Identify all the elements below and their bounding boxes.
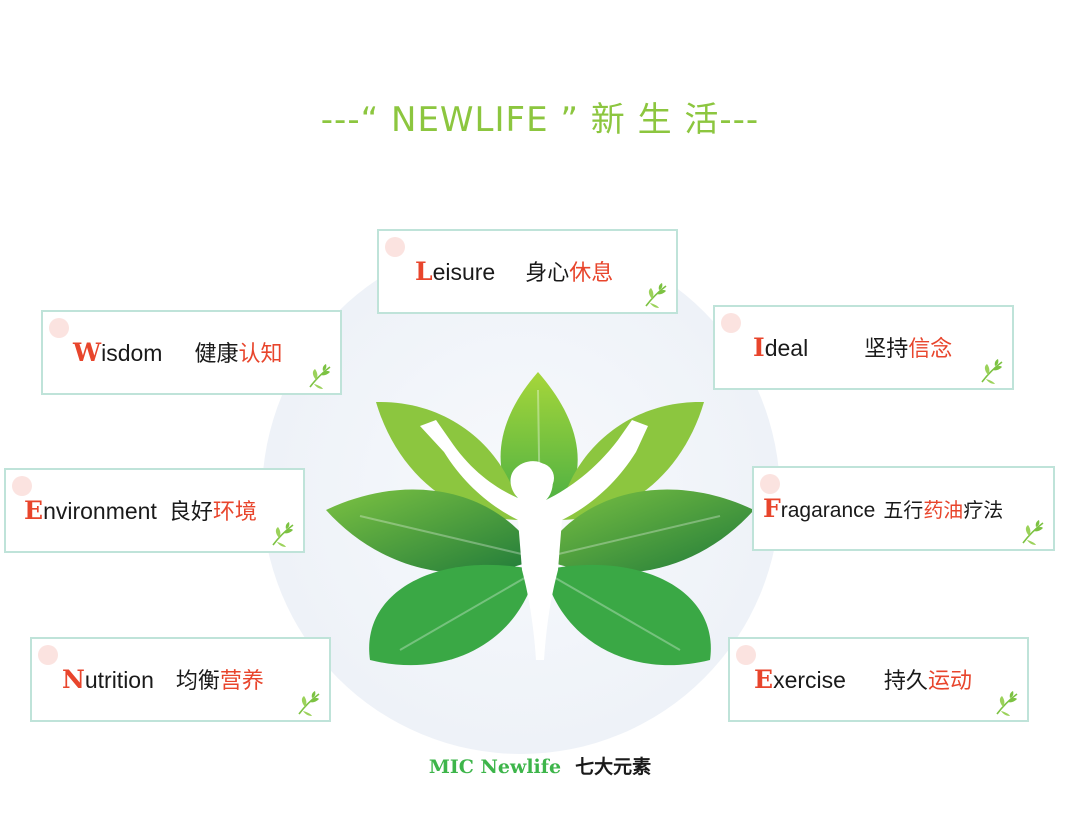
initial-letter: N	[62, 664, 85, 694]
page-title: ---“ NEWLIFE ” 新 生 活---	[320, 100, 760, 140]
card-corner-dot	[12, 476, 32, 496]
card-corner-dot	[721, 313, 741, 333]
leaf-sprig-icon	[272, 521, 294, 547]
chinese-red: 环境	[212, 499, 257, 525]
card-corner-dot	[385, 237, 405, 257]
chinese-red: 药油	[923, 498, 964, 522]
chinese-black: 持久	[883, 668, 928, 694]
leaf-sprig-icon	[298, 690, 320, 716]
chinese-black: 健康	[194, 341, 239, 367]
card-corner-dot	[38, 645, 58, 665]
footer-subtitle: 七大元素	[575, 756, 652, 778]
chinese-red: 休息	[569, 260, 614, 286]
leaf-sprig-icon	[645, 282, 667, 308]
chinese-red: 信念	[908, 336, 953, 362]
initial-letter: E	[754, 664, 774, 694]
chinese-black: 五行	[883, 498, 924, 522]
card-corner-dot	[49, 318, 69, 338]
leaf-sprig-icon	[981, 358, 1003, 384]
english-word: xercise	[773, 666, 846, 693]
footer-brand: MIC Newlife	[428, 756, 562, 778]
chinese-black: 良好	[168, 499, 213, 525]
english-word: utrition	[84, 666, 154, 693]
initial-letter: E	[24, 495, 44, 525]
card-corner-dot	[736, 645, 756, 665]
initial-letter: F	[763, 494, 781, 523]
initial-letter: I	[753, 332, 765, 362]
chinese-black: 坚持	[864, 336, 909, 362]
chinese-black: 身心	[525, 260, 570, 286]
initial-letter: W	[73, 337, 102, 367]
footer-caption: MIC Newlife 七大元素	[0, 752, 1080, 779]
chinese-red: 运动	[927, 668, 972, 694]
chinese-black-2: 疗法	[963, 498, 1004, 522]
leaf-sprig-icon	[1022, 519, 1044, 545]
chinese-red: 营养	[219, 668, 264, 694]
english-word: nvironment	[43, 497, 157, 524]
leaf-figure-emblem-icon	[326, 372, 754, 666]
english-word: deal	[764, 334, 809, 361]
chinese-black: 均衡	[175, 668, 220, 694]
leaf-sprig-icon	[309, 363, 331, 389]
chinese-red: 认知	[238, 341, 283, 367]
english-word: ragarance	[780, 499, 876, 522]
english-word: eisure	[432, 258, 496, 285]
leaf-sprig-icon	[996, 690, 1018, 716]
initial-letter: L	[415, 256, 433, 286]
english-word: isdom	[101, 339, 163, 366]
card-corner-dot	[760, 474, 780, 494]
